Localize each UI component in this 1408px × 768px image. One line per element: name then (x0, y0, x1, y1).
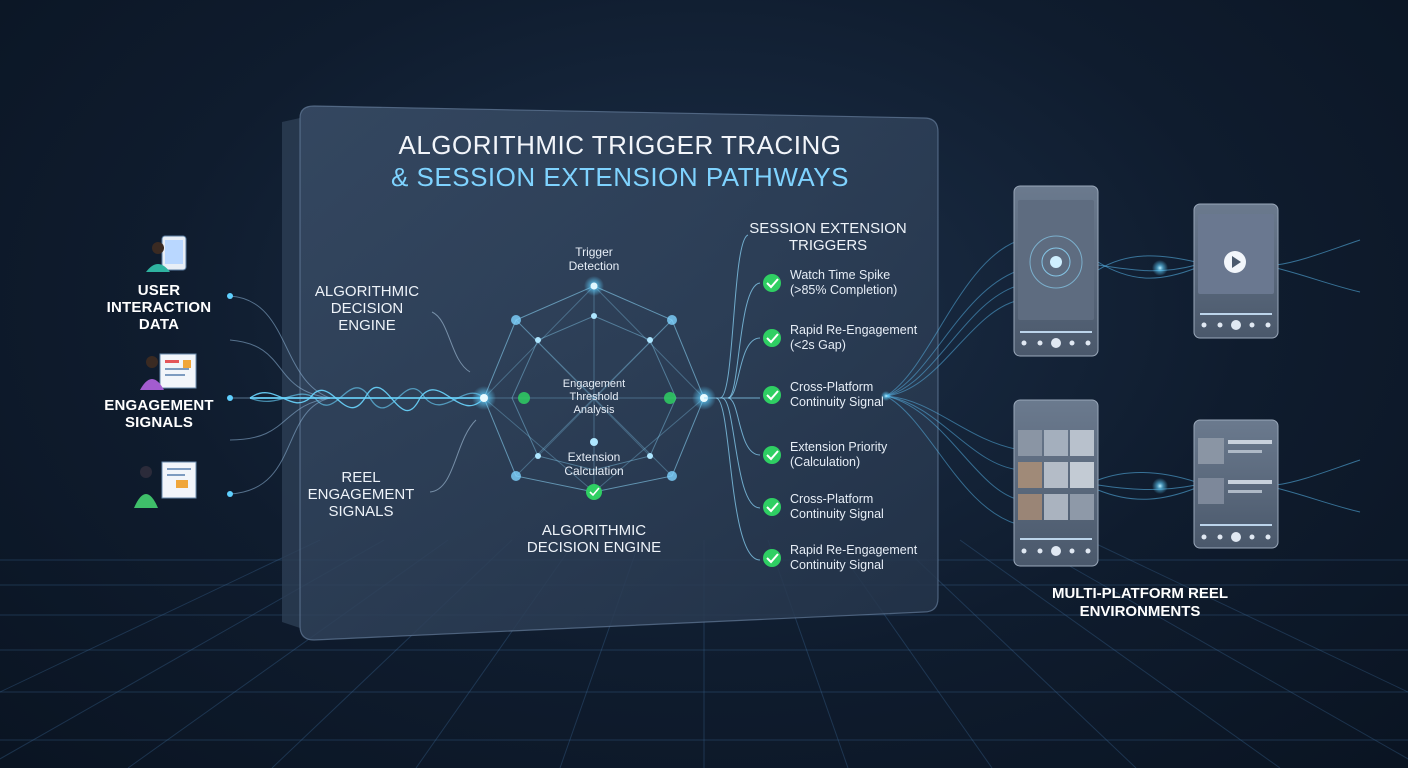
input-label-engagement-signals: ENGAGEMENT SIGNALS (104, 397, 214, 431)
node-label-line: Engagement (544, 378, 644, 391)
node-label-trigger-detection: Trigger Detection (544, 245, 644, 273)
triggers-heading-line: SESSION EXTENSION (748, 220, 908, 237)
user-tablet-icon (146, 236, 186, 272)
input-label-line: DATA (104, 316, 214, 333)
engine-label-bottom: ALGORITHMIC DECISION ENGINE (514, 522, 674, 556)
input-label-line: USER (104, 282, 214, 299)
input-label-line: INTERACTION (104, 299, 214, 316)
trigger-item: Watch Time Spike (>85% Completion) (790, 268, 897, 298)
phone-reel-bottom-left (1014, 400, 1098, 566)
input-dots (227, 293, 233, 497)
node-label-extension-calculation: Extension Calculation (544, 450, 644, 478)
node-label-line: Extension (544, 450, 644, 464)
user-whiteboard-icon (134, 462, 196, 508)
engine-label-line: ALGORITHMIC (302, 283, 432, 300)
trigger-item-detail: Continuity Signal (790, 558, 917, 573)
title-line-2: & SESSION EXTENSION PATHWAYS (310, 162, 930, 193)
environments-label-line: ENVIRONMENTS (1040, 603, 1240, 621)
check-icon (763, 498, 781, 516)
trigger-item-detail: Continuity Signal (790, 395, 884, 410)
engine-label-line: DECISION ENGINE (302, 300, 432, 334)
node-label-threshold-analysis: Engagement Threshold Analysis (544, 378, 644, 417)
trigger-item-detail: (<2s Gap) (790, 338, 917, 353)
trigger-item-title: Rapid Re-Engagement (790, 543, 917, 558)
node-label-line: Trigger (544, 245, 644, 259)
input-label-line: ENGAGEMENT (104, 397, 214, 414)
node-label-line: Detection (544, 259, 644, 273)
check-icon (763, 329, 781, 347)
reel-signals-line: REEL (306, 469, 416, 486)
trigger-item-detail: (Calculation) (790, 455, 887, 470)
reel-signals-line: ENGAGEMENT (306, 486, 416, 503)
node-label-line: Analysis (544, 404, 644, 417)
trigger-item: Extension Priority (Calculation) (790, 440, 887, 470)
user-dashboard-icon (140, 354, 196, 390)
triggers-heading: SESSION EXTENSION TRIGGERS (748, 220, 908, 254)
phone-reel-top-left (1014, 186, 1098, 356)
environments-label-line: MULTI-PLATFORM REEL (1040, 585, 1240, 603)
title-line-1: ALGORITHMIC TRIGGER TRACING (310, 130, 930, 161)
check-icon (763, 446, 781, 464)
reel-signals-line: SIGNALS (306, 503, 416, 520)
input-label-user-interaction: USER INTERACTION DATA (104, 282, 214, 333)
engine-label-line: ALGORITHMIC (514, 522, 674, 539)
environments-label: MULTI-PLATFORM REEL ENVIRONMENTS (1040, 585, 1240, 621)
trigger-item-title: Watch Time Spike (790, 268, 897, 283)
trigger-item: Rapid Re-Engagement (<2s Gap) (790, 323, 917, 353)
trigger-item-title: Cross-Platform (790, 380, 884, 395)
triggers-heading-line: TRIGGERS (748, 237, 908, 254)
reel-signals-label: REEL ENGAGEMENT SIGNALS (306, 469, 416, 520)
trigger-item-title: Rapid Re-Engagement (790, 323, 917, 338)
phone-reel-top-right (1194, 204, 1278, 338)
check-icon (763, 274, 781, 292)
trigger-item-detail: (>85% Completion) (790, 283, 897, 298)
trigger-item-title: Cross-Platform (790, 492, 884, 507)
node-label-line: Calculation (544, 464, 644, 478)
input-label-line: SIGNALS (104, 414, 214, 431)
node-label-line: Threshold (544, 391, 644, 404)
check-icon (763, 549, 781, 567)
engine-label-line: DECISION ENGINE (514, 539, 674, 556)
trigger-item: Cross-Platform Continuity Signal (790, 380, 884, 410)
trigger-item: Cross-Platform Continuity Signal (790, 492, 884, 522)
check-icon (763, 386, 781, 404)
phone-reel-bottom-right (1194, 420, 1278, 548)
trigger-item: Rapid Re-Engagement Continuity Signal (790, 543, 917, 573)
trigger-item-detail: Continuity Signal (790, 507, 884, 522)
engine-label-top: ALGORITHMIC DECISION ENGINE (302, 283, 432, 334)
trigger-item-title: Extension Priority (790, 440, 887, 455)
